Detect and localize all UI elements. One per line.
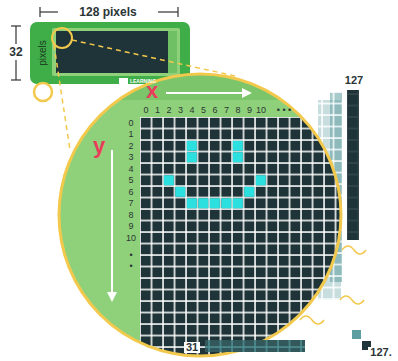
coordinate-number: 9 (247, 106, 252, 115)
dimension-label: 127. (368, 347, 393, 358)
lit-pixel (187, 152, 197, 162)
lit-pixel (233, 152, 243, 162)
screen-frame (52, 28, 180, 76)
coordinate-number: 4 (128, 165, 133, 174)
coordinate-number: 3 (128, 153, 133, 162)
break-squiggle (300, 316, 324, 324)
coordinate-number: • (129, 251, 132, 260)
coordinate-number: • • • (277, 106, 291, 115)
coordinate-number: 6 (128, 188, 133, 197)
coordinate-number: 1 (155, 106, 160, 115)
screen-edge (168, 31, 177, 73)
dimension-label: pixels (38, 40, 48, 66)
lit-pixel (233, 198, 243, 208)
coordinate-number: 10 (126, 234, 136, 243)
lit-pixel (187, 198, 197, 208)
dimension-label: 128 pixels (77, 6, 138, 18)
x-axis-band (57, 72, 347, 100)
coordinate-number: 9 (128, 222, 133, 231)
coordinate-number: 10 (256, 106, 266, 115)
pixel-row-31 (205, 340, 305, 352)
coordinate-number: 1 (128, 130, 133, 139)
break-squiggle (340, 296, 364, 304)
axis-letter: y (93, 135, 105, 157)
pixel-column-127 (347, 90, 359, 240)
dimension-label: 127 (343, 75, 365, 86)
lit-pixel (175, 187, 185, 197)
coordinate-number: 8 (235, 106, 240, 115)
coordinate-number: 6 (212, 106, 217, 115)
lit-pixel (221, 198, 231, 208)
pcb-board (30, 22, 190, 84)
grid-ground (140, 117, 350, 361)
coordinate-number: 0 (143, 106, 148, 115)
coordinate-number: 5 (201, 106, 206, 115)
coordinate-number: 7 (128, 199, 133, 208)
mounting-hole (34, 83, 52, 101)
coordinate-number: 0 (128, 119, 133, 128)
magnifier-rim (59, 74, 341, 356)
y-axis-arrow (111, 150, 113, 300)
lit-pixels (164, 141, 266, 209)
pixel-grid (140, 117, 350, 361)
coordinate-number: 8 (128, 211, 133, 220)
dimension-label: 31 (184, 342, 200, 353)
lit-pixel (164, 175, 174, 185)
x-axis-arrow (166, 92, 250, 94)
pixel-column-127 (347, 90, 359, 240)
lit-pixel (210, 198, 220, 208)
break-squiggle (342, 246, 366, 254)
lit-pixel (244, 187, 254, 197)
coordinate-number: 7 (224, 106, 229, 115)
pixel-cell (352, 330, 361, 339)
coordinate-number: 2 (128, 142, 133, 151)
logo-mark (119, 78, 128, 86)
dimension-label: 32 (7, 46, 24, 58)
coordinate-number: 4 (189, 106, 194, 115)
lit-pixel (187, 141, 197, 151)
coordinate-number: 2 (166, 106, 171, 115)
axis-letter: x (146, 80, 158, 102)
coordinate-number: 5 (128, 176, 133, 185)
lit-pixel (256, 175, 266, 185)
coordinate-number: • (129, 262, 132, 271)
coordinate-number: 3 (178, 106, 183, 115)
lit-pixel (198, 198, 208, 208)
pixel-row-31 (205, 340, 305, 352)
lit-pixel (233, 141, 243, 151)
zoom-highlight (52, 28, 72, 48)
